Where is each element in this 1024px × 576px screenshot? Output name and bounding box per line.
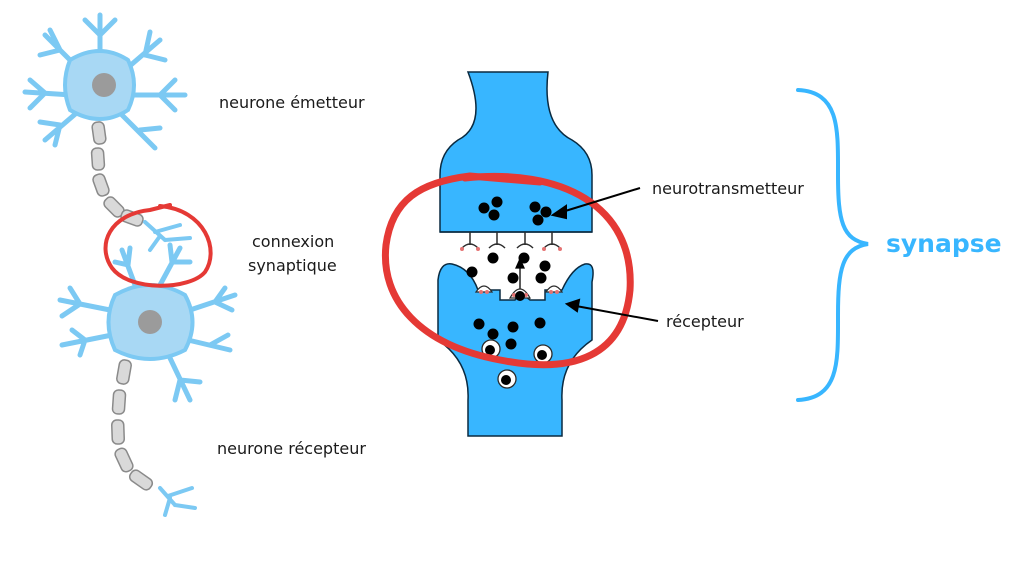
postsynaptic-particles bbox=[473, 317, 553, 389]
axon-terminal bbox=[143, 220, 192, 252]
release-site-dots bbox=[460, 247, 562, 251]
receiving-axon-myelin bbox=[111, 359, 154, 491]
sending-neuron-label: neurone émetteur bbox=[219, 93, 365, 112]
sending-neuron bbox=[22, 12, 188, 151]
neurotransmitter-label: neurotransmetteur bbox=[652, 179, 804, 198]
release-sites bbox=[461, 232, 561, 249]
synapse-title: synapse bbox=[886, 229, 1002, 258]
receptor-label: récepteur bbox=[666, 312, 744, 331]
postsynaptic-terminal bbox=[437, 263, 594, 437]
receiving-nucleus bbox=[138, 310, 162, 334]
receptor-pointer-arrow bbox=[564, 298, 659, 322]
neurotransmitter-vesicles bbox=[478, 196, 552, 226]
receptor-pockets bbox=[474, 285, 564, 301]
synapse-brace bbox=[796, 88, 869, 402]
cleft-neurotransmitters bbox=[466, 252, 551, 284]
synapse-highlight-circle bbox=[381, 172, 634, 369]
synaptic-connection-label-line2: synaptique bbox=[248, 256, 337, 275]
sending-nucleus bbox=[92, 73, 116, 97]
presynaptic-terminal bbox=[439, 71, 593, 233]
receiving-axon-terminal bbox=[158, 486, 197, 517]
synaptic-connection-label-line1: connexion bbox=[252, 232, 335, 251]
neurotransmitter-pointer-arrow bbox=[550, 187, 641, 220]
receiving-neuron bbox=[57, 242, 238, 403]
receiving-neuron-label: neurone récepteur bbox=[217, 439, 366, 458]
connection-highlight-circle bbox=[103, 203, 213, 288]
